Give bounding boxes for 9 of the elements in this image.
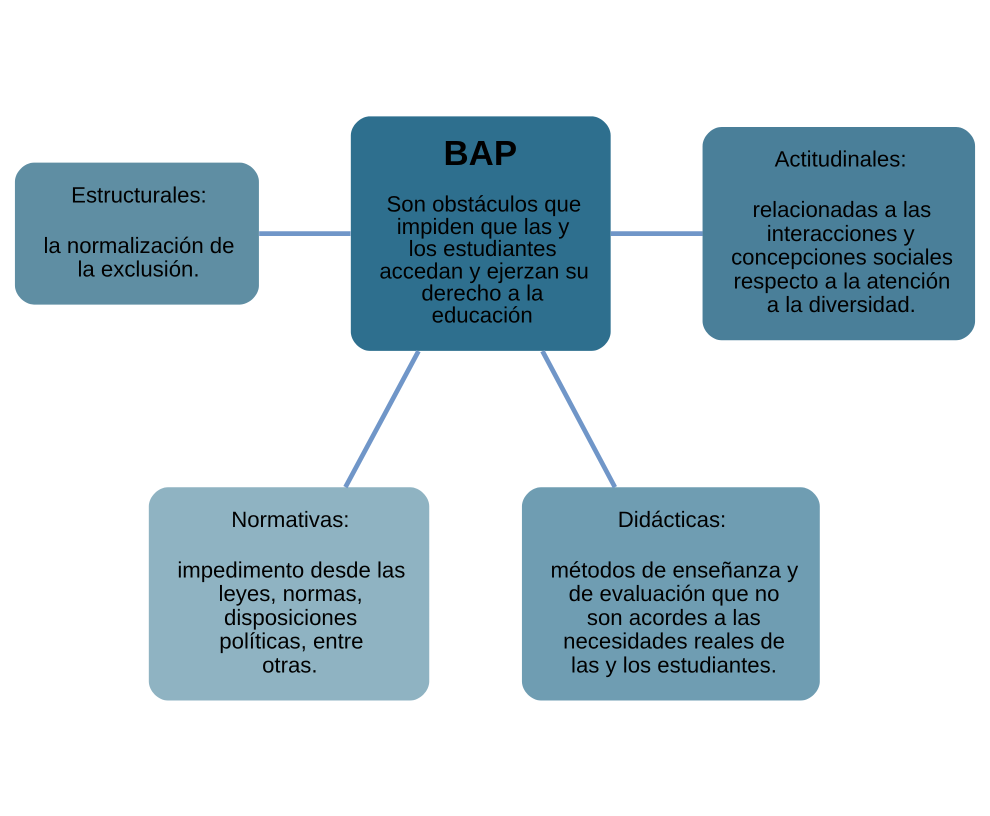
node-box: Didácticas: métodos de enseñanza y de evaluación que no son acordes a las necesidades reales de las y los estudiantes. (522, 486, 820, 700)
node-box: Actitudinales: relacionadas a las interacciones y concepciones sociales respecto a la atención a la diversidad. (702, 126, 976, 340)
connector (343, 349, 421, 488)
node-box: Normativas: impedimento desde las leyes, normas, disposiciones políticas, entre otras. (148, 486, 430, 700)
node-box: Estructurales: la normalización de la exclusión. (14, 162, 259, 304)
connector (540, 350, 617, 488)
connector (610, 230, 703, 236)
connector (259, 230, 350, 236)
node-box: BAP Son obstáculos que impiden que las y los estudiantes accedan y ejerzan su derecho a la educación (350, 116, 611, 350)
